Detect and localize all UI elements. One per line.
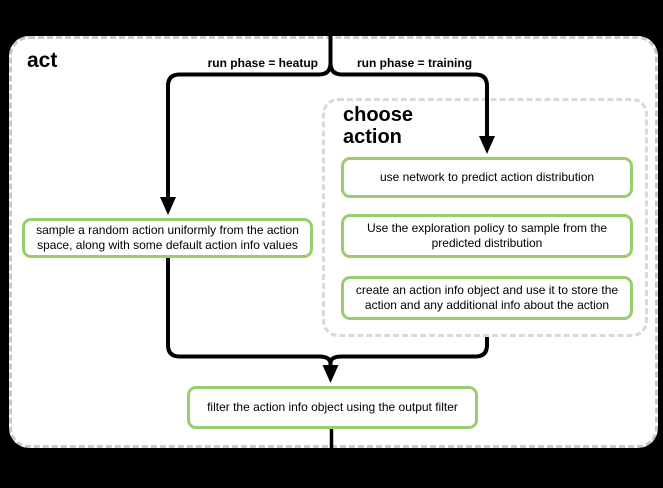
- node-action-info-object-label: create an action info object and use it …: [355, 283, 619, 312]
- choose-action-title-line2: action: [343, 126, 402, 148]
- node-network-predict-label: use network to predict action distributi…: [379, 170, 595, 184]
- node-filter-output: filter the action info object using the …: [187, 386, 478, 429]
- node-action-info-object: create an action info object and use it …: [341, 276, 633, 320]
- node-filter-output-label: filter the action info object using the …: [207, 400, 458, 414]
- node-exploration-sample-label: Use the exploration policy to sample fro…: [366, 221, 608, 250]
- node-exploration-sample: Use the exploration policy to sample fro…: [341, 214, 633, 258]
- node-network-predict: use network to predict action distributi…: [341, 157, 633, 198]
- act-group-title: act: [27, 49, 58, 72]
- choose-action-title-line1: choose: [343, 104, 414, 126]
- node-sample-random-action: sample a random action uniformly from th…: [22, 218, 313, 258]
- node-sample-random-action-label: sample a random action uniformly from th…: [36, 223, 299, 252]
- choose-action-group-title: choose action: [343, 104, 413, 148]
- branch-label-training: run phase = training: [357, 56, 473, 70]
- branch-label-heatup: run phase = heatup: [207, 56, 318, 70]
